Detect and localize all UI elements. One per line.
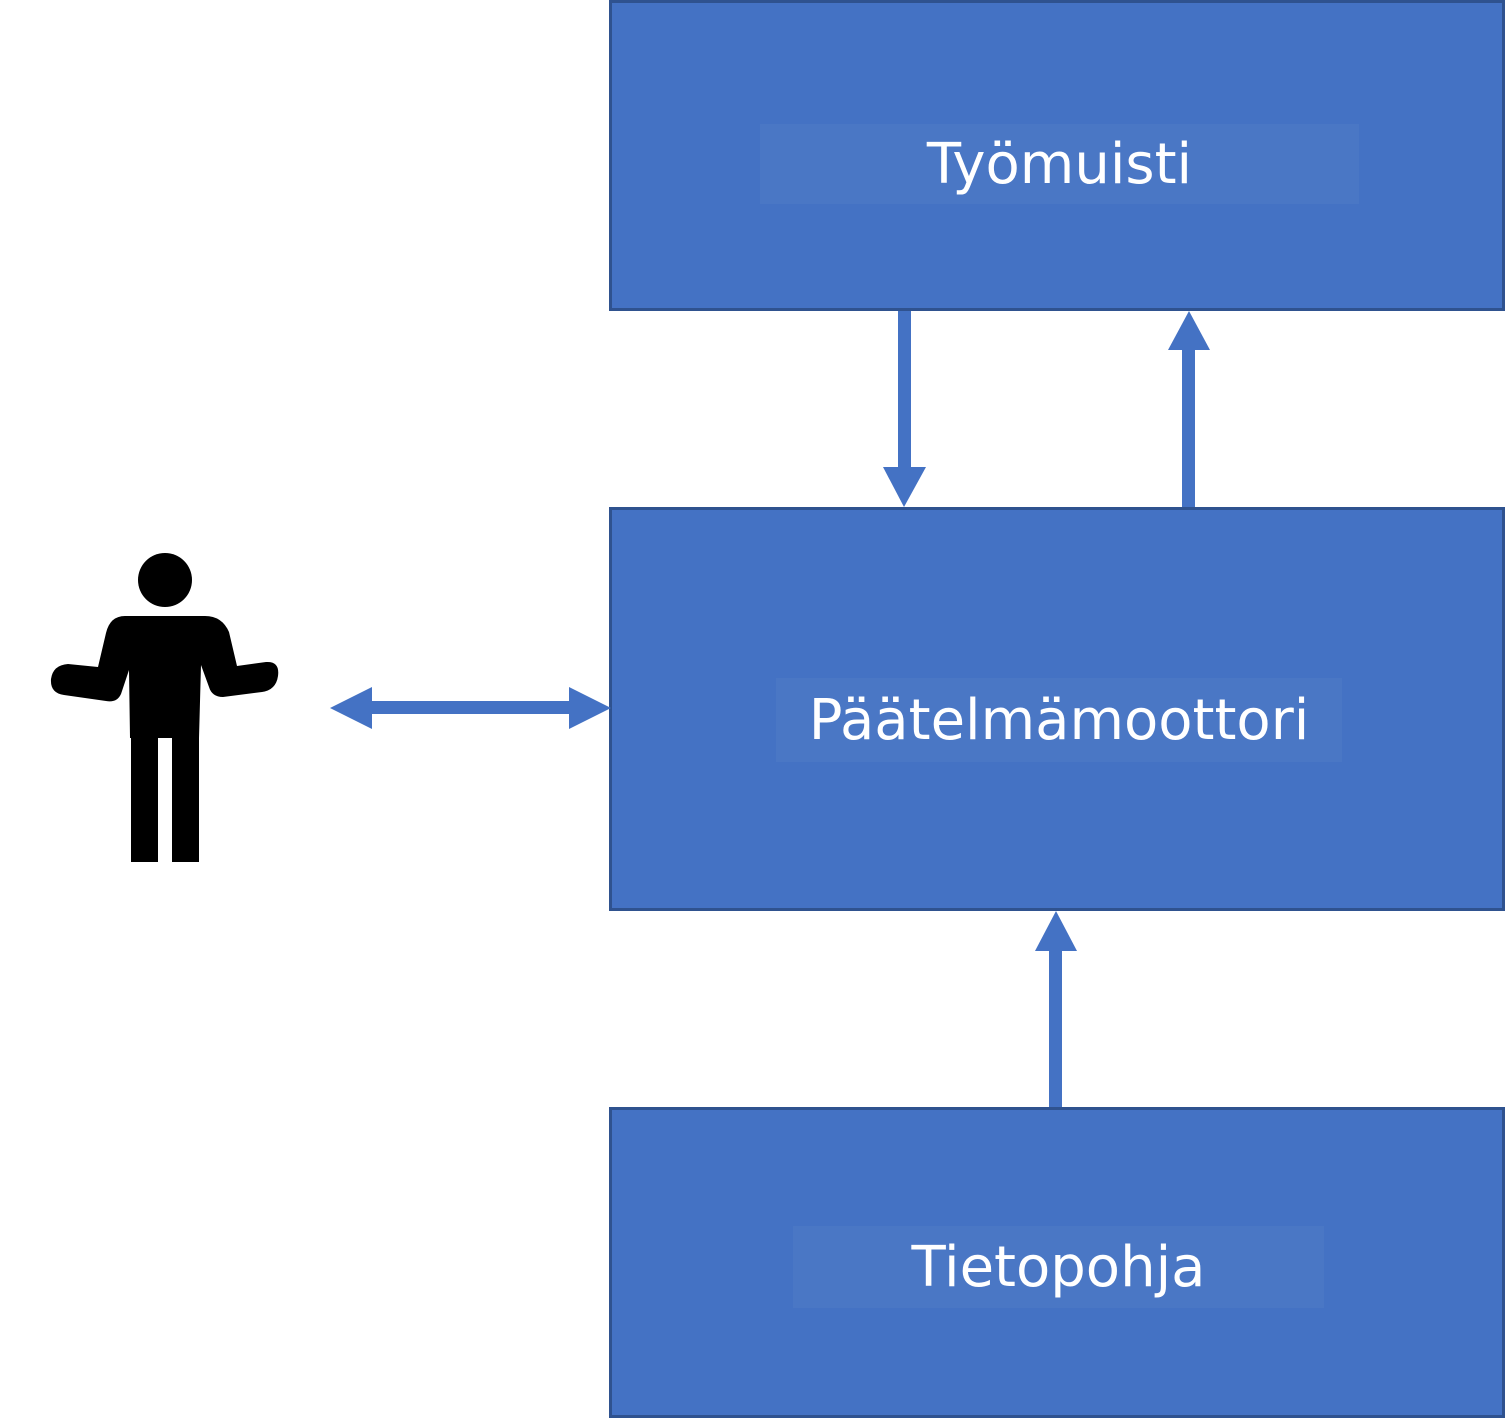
arrow-engine-to-memory bbox=[1168, 311, 1210, 507]
arrow-memory-to-engine bbox=[883, 311, 926, 507]
working-memory-label: Työmuisti bbox=[760, 124, 1359, 204]
inference-engine-label: Päätelmämoottori bbox=[776, 678, 1342, 762]
person-shrugging-icon bbox=[50, 553, 279, 862]
working-memory-box: Työmuisti bbox=[609, 0, 1505, 311]
knowledge-base-box: Tietopohja bbox=[609, 1107, 1505, 1418]
arrow-kb-to-engine bbox=[1035, 911, 1077, 1107]
knowledge-base-label: Tietopohja bbox=[793, 1226, 1324, 1308]
inference-engine-box: Päätelmämoottori bbox=[609, 507, 1505, 911]
arrow-user-engine-bidirectional bbox=[330, 687, 611, 729]
